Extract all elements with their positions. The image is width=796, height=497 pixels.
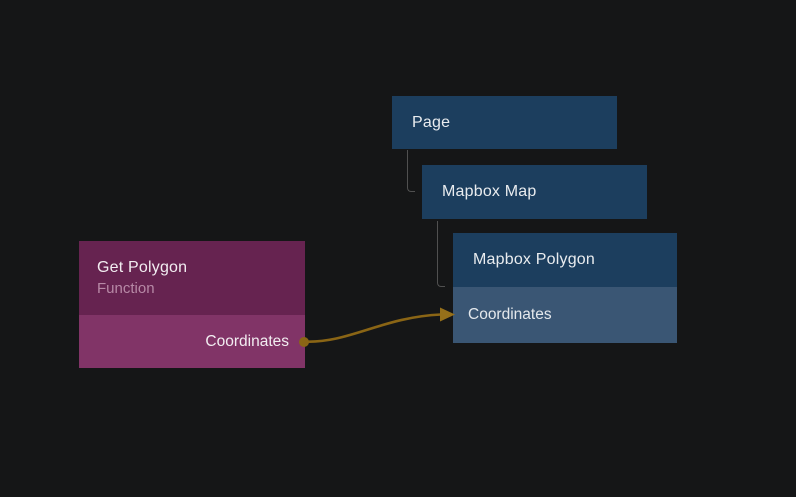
tree-connector-mapbox-map-to-mapbox-polygon — [436, 221, 445, 287]
node-page[interactable]: Page — [392, 96, 617, 149]
port-row-mapbox-polygon-coordinates[interactable]: Coordinates — [453, 287, 677, 343]
node-mapbox-polygon-title: Mapbox Polygon — [473, 251, 595, 268]
port-label-coordinates-input: Coordinates — [468, 306, 552, 323]
node-page-title: Page — [412, 113, 451, 131]
node-mapbox-map-header: Mapbox Map — [422, 165, 647, 219]
connection-wire[interactable] — [302, 313, 443, 343]
node-page-header: Page — [392, 96, 617, 149]
node-get-polygon-title: Get Polygon — [97, 259, 188, 276]
port-row-get-polygon-coordinates[interactable]: Coordinates — [79, 315, 305, 368]
tree-connector-page-to-mapbox-map — [406, 150, 415, 192]
node-get-polygon-subtitle: Function — [97, 280, 155, 297]
node-mapbox-map[interactable]: Mapbox Map — [422, 165, 647, 219]
node-mapbox-polygon-header: Mapbox Polygon — [453, 233, 677, 287]
node-mapbox-polygon[interactable]: Mapbox Polygon Coordinates — [453, 233, 677, 343]
output-port-dot[interactable] — [298, 336, 309, 347]
node-mapbox-map-title: Mapbox Map — [442, 183, 537, 200]
node-get-polygon-header: Get Polygon Function — [79, 241, 305, 315]
port-label-coordinates-output: Coordinates — [205, 332, 289, 350]
node-get-polygon[interactable]: Get Polygon Function Coordinates — [79, 241, 305, 368]
